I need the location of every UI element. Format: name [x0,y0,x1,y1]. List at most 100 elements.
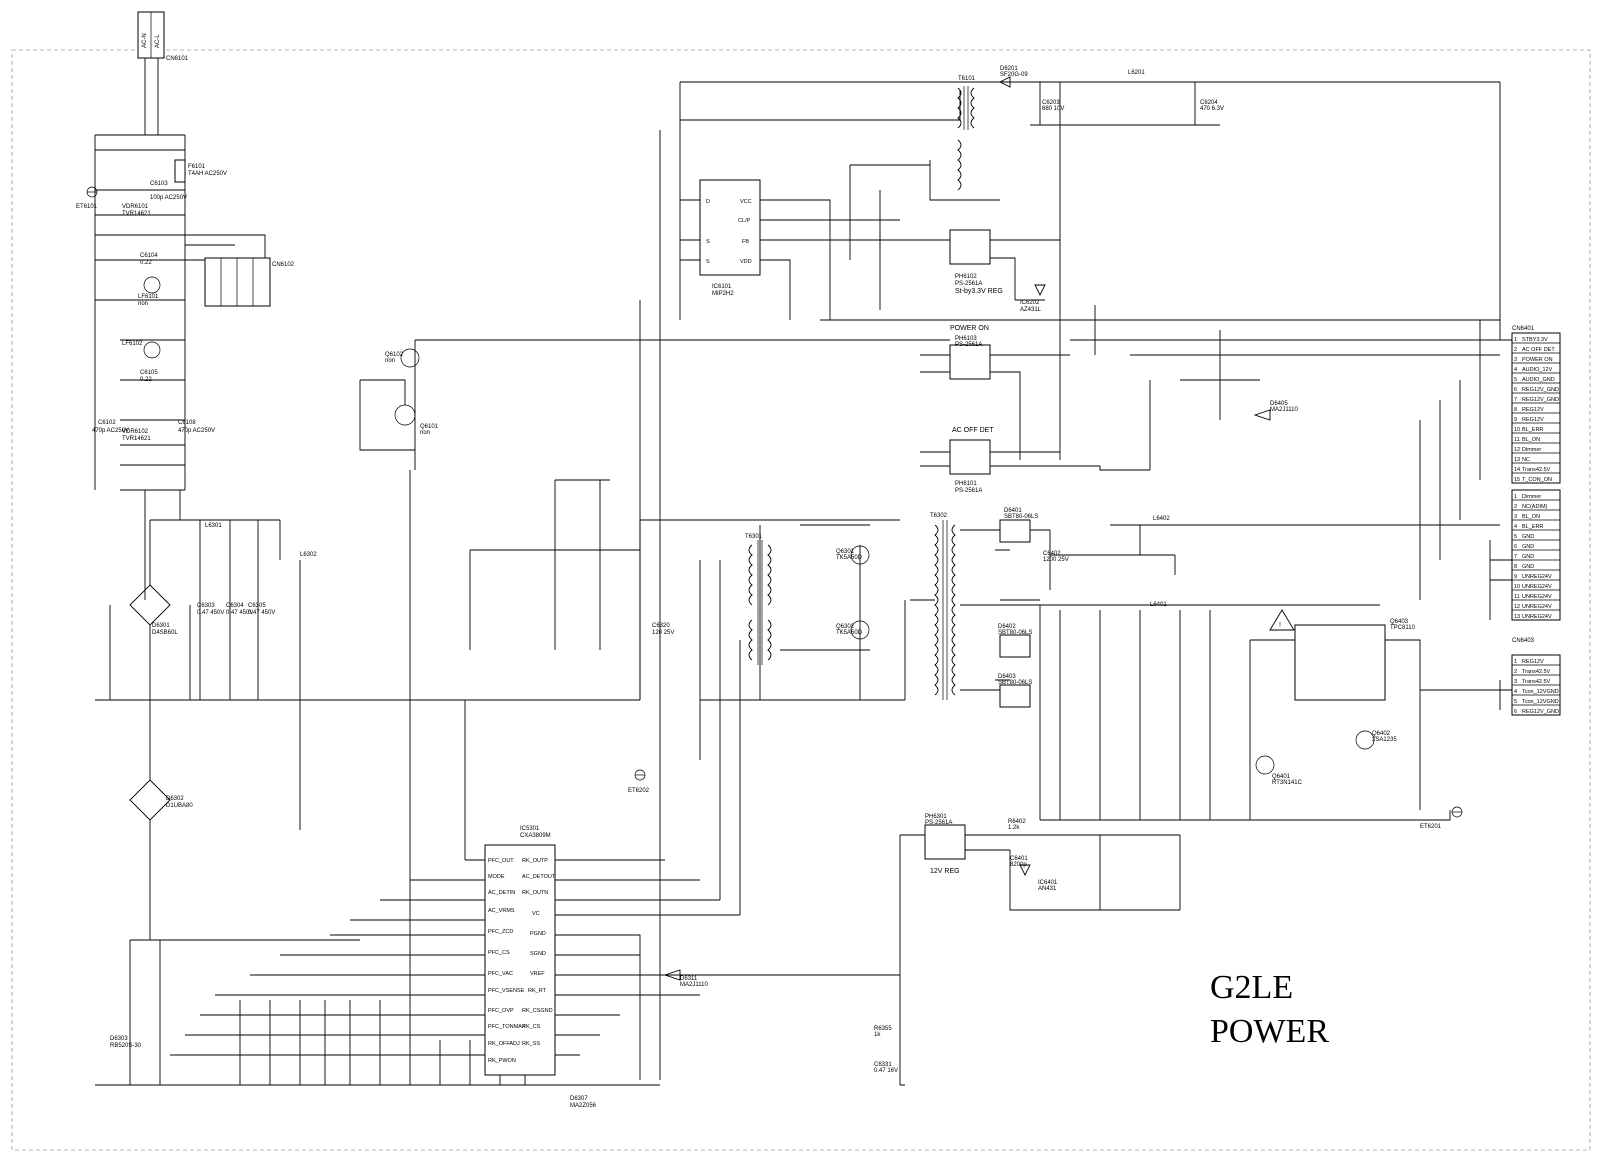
svg-text:AN431: AN431 [1038,886,1057,892]
svg-text:AC OFF DET: AC OFF DET [952,427,994,434]
connector-pin-label: NC(ADIM) [1522,504,1548,510]
connector-pin-label: Tcon_12VGND [1522,699,1559,705]
svg-text:PS-2561A: PS-2561A [955,281,982,287]
svg-text:D6303: D6303 [110,1036,128,1042]
svg-text:0.47 450V: 0.47 450V [197,610,224,616]
connector-pin-number: 8 [1514,564,1517,570]
connector-pin-number: 3 [1514,514,1517,520]
svg-text:PS-2561A: PS-2561A [955,488,982,494]
q6101: Q6101 non [359,379,439,451]
svg-text:IC6202: IC6202 [1020,300,1040,306]
svg-text:MA2J1110: MA2J1110 [680,982,708,988]
svg-text:T6302: T6302 [930,513,948,519]
mains-pin-2: AC-L [155,34,161,48]
svg-text:RK_OFFADJ: RK_OFFADJ [488,1041,520,1047]
connector-pin-number: 11 [1514,594,1520,600]
connector-pin-number: 1 [1514,494,1517,500]
svg-text:0.47 450V: 0.47 450V [248,610,275,616]
connector-pin-label: Dimmer [1522,447,1541,453]
connector-pin-number: 6 [1514,709,1517,715]
svg-text:AZ431L: AZ431L [1020,307,1042,313]
connector-pin-number: 10 [1514,584,1520,590]
svg-text:PH6103: PH6103 [955,336,977,342]
svg-text:SBT80-06LS: SBT80-06LS [1004,514,1038,520]
mains-pin-1: AC-N [142,33,148,48]
connector-pin-number: 6 [1514,387,1517,393]
svg-text:TK5A50D: TK5A50D [836,630,863,636]
q6102: Q6102 non [385,348,420,368]
ic5301-peripherals: D6311 MA2J1110 C6320 120 25V R6355 1k C6… [110,623,898,1109]
svg-text:TK5A50D: TK5A50D [836,555,863,561]
photocoupler-ph6102: PH6102 PS-2561A St-by3.3V REG [949,229,1003,295]
connector-pin-label: T_CON_ON [1522,477,1552,483]
photocoupler-ph6103: POWER ON PH6103 PS-2561A [949,325,991,380]
lf6101-ref: LF6101 [138,294,159,300]
svg-text:RB520S-30: RB520S-30 [110,1043,142,1049]
bridge-d6302: D6302 D1UBA80 [129,779,193,821]
svg-text:PS-2561A: PS-2561A [955,342,982,348]
svg-text:D6311: D6311 [680,976,698,982]
svg-text:CXA3809M: CXA3809M [520,833,551,839]
connector-pin-number: 6 [1514,544,1517,550]
svg-text:1200 25V: 1200 25V [1043,557,1069,563]
svg-text:MA2Z056: MA2Z056 [570,1103,597,1109]
connector-pin-number: 9 [1514,574,1517,580]
vdr6102-value: TVR14621 [122,436,151,442]
connector-pin-label: STBY3.3V [1522,337,1548,343]
svg-text:120 25V: 120 25V [652,630,674,636]
ic5301: IC5301 CXA3809M PFC_OUT MODE AC_DETIN AC… [484,826,556,1076]
connector-pin-number: 1 [1514,659,1517,665]
svg-text:680 10V: 680 10V [1042,106,1064,112]
connector-feed-wires [1419,82,1512,710]
connector-pin-label: REG12V [1522,417,1544,423]
connector-pin-label: NC [1522,457,1530,463]
ground-et6202: ET6202 [628,769,650,794]
svg-text:IC6101: IC6101 [712,284,732,290]
c6102-value: 470p AC250V [92,428,129,434]
svg-text:Q6302: Q6302 [836,624,855,630]
connector-pin-number: 5 [1514,534,1517,540]
connector-pin-label: UNREG24V [1522,574,1552,580]
connector-pin-label: REG12V_GND [1522,387,1559,393]
ic6101: D S S VCC CL/P FB VDD IC6101 MIP2H2 [699,179,761,297]
svg-text:L6301: L6301 [205,523,222,529]
svg-text:PS-2561A: PS-2561A [925,820,952,826]
connector-pin-label: REG12V [1522,659,1544,665]
pfc-input-wires [95,519,640,940]
svg-text:D6301: D6301 [152,623,170,629]
svg-text:MODE: MODE [488,874,505,880]
svg-text:D1UBA80: D1UBA80 [166,803,193,809]
svg-text:0.47 16V: 0.47 16V [874,1068,898,1074]
svg-text:C6303: C6303 [197,603,215,609]
svg-text:L6402: L6402 [1153,516,1170,522]
svg-text:D6402: D6402 [998,624,1016,630]
connector-pin-number: 4 [1514,367,1517,373]
connector-pin-label: BL_ON [1522,514,1540,520]
connector-pin-number: 8 [1514,407,1517,413]
svg-text:PH6102: PH6102 [955,274,977,280]
svg-text:L6401: L6401 [1150,602,1167,608]
svg-text:PFC_OUT: PFC_OUT [488,858,514,864]
lf6102-ref: LF6102 [122,341,143,347]
svg-text:RT3N141C: RT3N141C [1272,780,1303,786]
svg-text:470 6.3V: 470 6.3V [1200,106,1224,112]
c6105-ref: C6105 [140,370,158,376]
secondary-wires [960,524,1500,821]
connector-pin-number: 13 [1514,457,1520,463]
c6104-ref: C6104 [140,253,158,259]
title-line-2: POWER [1210,1013,1329,1050]
connector-pin-label: BL_ERR [1522,524,1543,530]
connector-pin-label: Dimmer [1522,494,1541,500]
vdr6101-ref: VDR6101 [122,204,149,210]
svg-text:non: non [385,358,395,364]
connector-pin-number: 3 [1514,357,1517,363]
svg-text:VC: VC [532,911,540,917]
svg-text:D4SB60L: D4SB60L [152,630,178,636]
svg-text:1k: 1k [874,1032,881,1038]
svg-text:PFC_ZCD: PFC_ZCD [488,929,513,935]
diode-d6405: D6405 MA2J1110 [1253,401,1298,421]
svg-text:Q6403: Q6403 [1390,619,1409,625]
